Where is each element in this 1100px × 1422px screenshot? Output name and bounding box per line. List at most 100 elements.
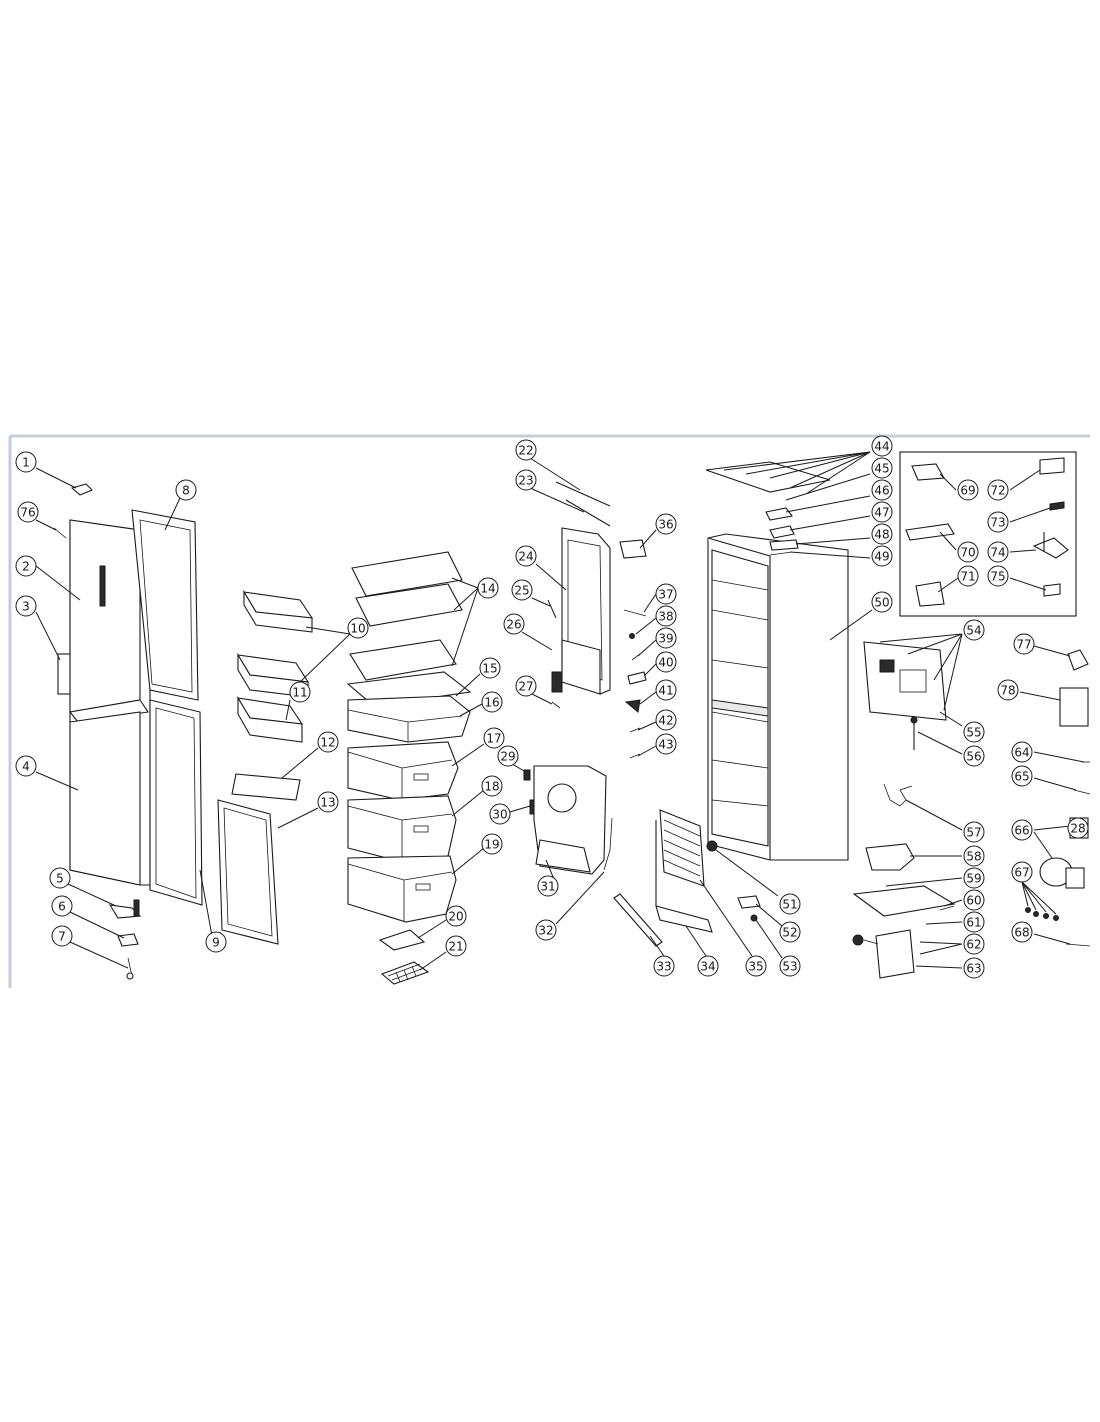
leader-34 bbox=[685, 925, 707, 957]
part-74 bbox=[1032, 537, 1069, 559]
callout-label: 55 bbox=[966, 726, 981, 740]
callout-6: 6 bbox=[51, 895, 73, 917]
callout-70: 70 bbox=[957, 541, 979, 563]
leader-42 bbox=[637, 721, 657, 731]
callout-32: 32 bbox=[535, 919, 557, 941]
part-egg-tray bbox=[231, 773, 301, 801]
part-62-plug bbox=[852, 934, 864, 946]
part-top-hinge-cover bbox=[70, 483, 93, 496]
leader-62a bbox=[919, 941, 963, 945]
part-ice-tray bbox=[378, 929, 426, 951]
leader-5 bbox=[67, 883, 117, 907]
callout-37: 37 bbox=[655, 583, 677, 605]
leader-65 bbox=[1033, 777, 1077, 791]
callout-72: 72 bbox=[987, 479, 1009, 501]
callout-circle bbox=[987, 479, 1009, 501]
callout-label: 60 bbox=[966, 894, 981, 908]
leader-57 bbox=[905, 799, 963, 831]
callout-circle bbox=[779, 893, 801, 915]
callout-label: 47 bbox=[874, 506, 889, 520]
part-78 bbox=[1059, 687, 1089, 727]
callout-label: 66 bbox=[1014, 824, 1029, 838]
part-71 bbox=[915, 581, 945, 607]
leader-69 bbox=[939, 473, 957, 491]
leader-55 bbox=[939, 711, 963, 727]
leader-66 bbox=[1033, 831, 1053, 859]
leader-77 bbox=[1033, 645, 1071, 657]
callout-5: 5 bbox=[49, 867, 71, 889]
part-balcony-1-body bbox=[243, 590, 313, 633]
part-68 bbox=[1065, 943, 1091, 947]
leader-52 bbox=[755, 903, 783, 927]
callout-circle bbox=[1067, 817, 1089, 839]
callout-59: 59 bbox=[963, 867, 985, 889]
leader-76 bbox=[35, 519, 57, 531]
part-door-lower bbox=[69, 711, 141, 886]
callout-2: 2 bbox=[15, 555, 37, 577]
part-freezer-gasket-inner bbox=[223, 807, 273, 937]
callout-label: 46 bbox=[874, 484, 889, 498]
part-duct-damper bbox=[551, 671, 563, 693]
callout-60: 60 bbox=[963, 889, 985, 911]
callout-circle bbox=[477, 577, 499, 599]
callout-42: 42 bbox=[655, 709, 677, 731]
callout-57: 57 bbox=[963, 821, 985, 843]
part-connector-36 bbox=[619, 539, 647, 559]
part-ice-grid-lines bbox=[387, 963, 425, 983]
callout-circle bbox=[15, 755, 37, 777]
part-46 bbox=[765, 507, 793, 521]
callout-label: 2 bbox=[22, 560, 30, 574]
leader-48 bbox=[795, 537, 871, 545]
part-freezer-gasket-outer bbox=[217, 799, 279, 945]
callout-27: 27 bbox=[515, 675, 537, 697]
leader-68 bbox=[1033, 933, 1071, 945]
callout-label: 19 bbox=[484, 838, 499, 852]
callout-26: 26 bbox=[503, 613, 525, 635]
callout-circle bbox=[479, 657, 501, 679]
callout-label: 67 bbox=[1014, 866, 1029, 880]
part-freezer-drawer-3-handle bbox=[415, 883, 431, 891]
callout-77: 77 bbox=[1013, 633, 1035, 655]
part-62-cord bbox=[863, 939, 879, 945]
callout-51: 51 bbox=[779, 893, 801, 915]
callout-17: 17 bbox=[483, 727, 505, 749]
callout-circle bbox=[655, 709, 677, 731]
callout-39: 39 bbox=[655, 627, 677, 649]
part-60 bbox=[939, 905, 955, 911]
leader-12 bbox=[281, 747, 319, 779]
leader-13 bbox=[277, 807, 319, 829]
callout-circle bbox=[963, 619, 985, 641]
leader-11 bbox=[285, 699, 291, 721]
leader-7 bbox=[69, 941, 129, 969]
part-67-b bbox=[1033, 911, 1039, 917]
callout-20: 20 bbox=[445, 905, 467, 927]
callout-label: 29 bbox=[500, 750, 515, 764]
leader-16 bbox=[459, 703, 483, 717]
callout-label: 13 bbox=[320, 796, 335, 810]
callout-3: 3 bbox=[15, 595, 37, 617]
leader-22 bbox=[529, 457, 581, 491]
callout-1: 1 bbox=[15, 451, 37, 473]
callout-label: 69 bbox=[960, 484, 975, 498]
leader-63 bbox=[915, 965, 963, 969]
leader-44e bbox=[805, 451, 871, 495]
leader-72 bbox=[1009, 469, 1041, 491]
part-49 bbox=[769, 551, 793, 556]
leader-3 bbox=[35, 611, 61, 661]
callout-circle bbox=[535, 919, 557, 941]
leader-14a bbox=[451, 577, 479, 589]
callout-16: 16 bbox=[481, 691, 503, 713]
part-40 bbox=[627, 671, 647, 685]
callout-label: 62 bbox=[966, 938, 981, 952]
callout-52: 52 bbox=[779, 921, 801, 943]
part-compressor-box bbox=[1065, 867, 1085, 889]
leader-59 bbox=[885, 877, 963, 887]
part-41 bbox=[624, 699, 641, 713]
callout-circle bbox=[17, 501, 39, 523]
part-freezer-drawer-1 bbox=[347, 741, 459, 801]
callout-circle bbox=[655, 679, 677, 701]
callout-circle bbox=[871, 545, 893, 567]
callout-label: 43 bbox=[658, 738, 673, 752]
callout-label: 31 bbox=[540, 880, 555, 894]
callouts: 1234567891011121314151617181920212223242… bbox=[15, 435, 1089, 979]
